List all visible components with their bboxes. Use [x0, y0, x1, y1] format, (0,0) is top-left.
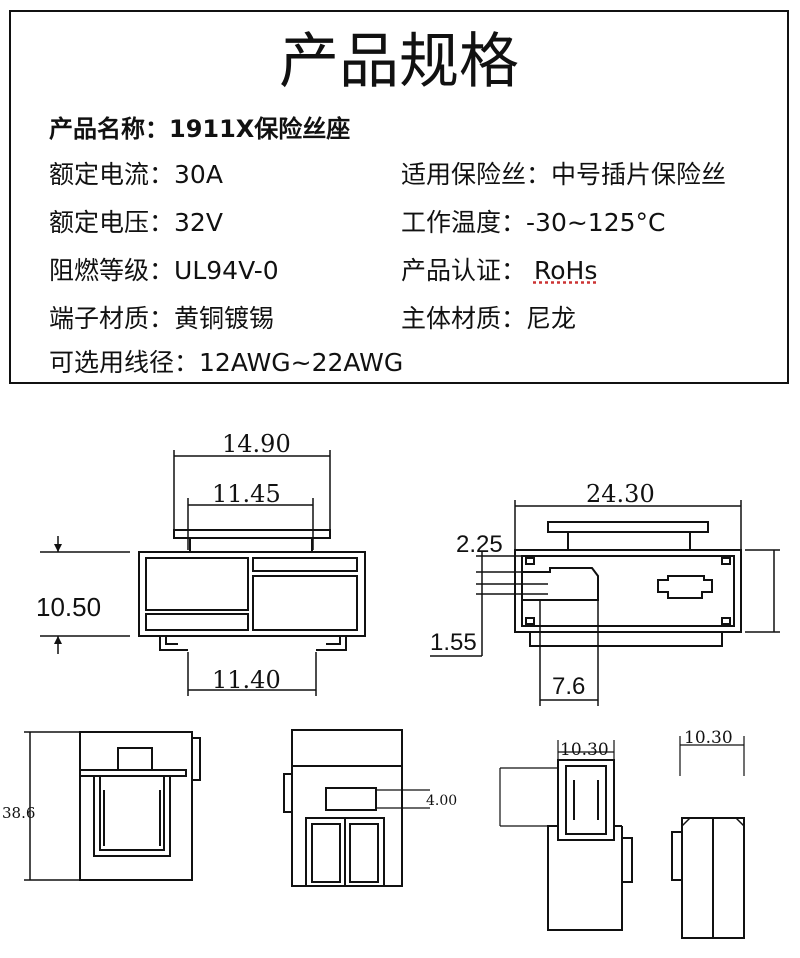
spec-value: 1911X保险丝座: [169, 115, 351, 143]
rohs-value: RoHs: [533, 256, 598, 285]
spec-product-name: 产品名称：1911X保险丝座: [49, 115, 351, 143]
spec-fuse-type: 适用保险丝：中号插片保险丝: [401, 160, 727, 189]
spec-rated-current: 额定电流：30A: [49, 160, 223, 189]
spec-flame-rating: 阻燃等级：UL94V-0: [49, 256, 279, 285]
spec-body-material: 主体材质：尼龙: [401, 304, 577, 333]
end-view-middle: 4.00: [283, 729, 457, 887]
spec-temperature: 工作温度：-30~125°C: [401, 208, 666, 237]
spec-label: 产品名称: [49, 115, 145, 143]
dim-front-height: 10.50: [36, 592, 101, 622]
dim-end-window: 4.00: [426, 793, 457, 809]
page-title: 产品规格: [279, 27, 519, 97]
dim-end-height: 38.6: [2, 804, 35, 822]
spec-terminal-material: 端子材质：黄铜镀锡: [49, 304, 275, 333]
front-view: 14.90 11.45 10.50 11.40: [36, 430, 366, 696]
dim-side-width: 24.30: [586, 480, 655, 508]
spec-certification: 产品认证： RoHs: [401, 256, 598, 285]
spec-rated-voltage: 额定电压：32V: [49, 208, 223, 237]
end-view-narrow-a: 10.30: [499, 740, 633, 931]
dim-narrow-width-b: 10.30: [684, 728, 733, 748]
dim-front-top-width: 14.90: [222, 430, 291, 458]
end-view-narrow-b: 10.30: [671, 728, 745, 939]
dim-side-offset-top: 2.25: [456, 531, 503, 558]
dim-front-bottom-width: 11.40: [212, 666, 281, 694]
dim-side-offset-bottom: 1.55: [430, 629, 477, 656]
dim-front-inner-width: 11.45: [212, 480, 281, 508]
dim-side-slot-width: 7.6: [552, 673, 585, 700]
spec-wire-gauge: 可选用线径：12AWG~22AWG: [49, 348, 404, 377]
side-view: 24.30 2.25 1.55 7.6: [430, 480, 780, 706]
spec-panel: 产品规格 产品名称：1911X保险丝座 额定电流：30A 适用保险丝：中号插片保…: [9, 10, 789, 384]
dim-narrow-width-a: 10.30: [560, 740, 609, 760]
end-view-left: 38.6: [2, 731, 201, 881]
